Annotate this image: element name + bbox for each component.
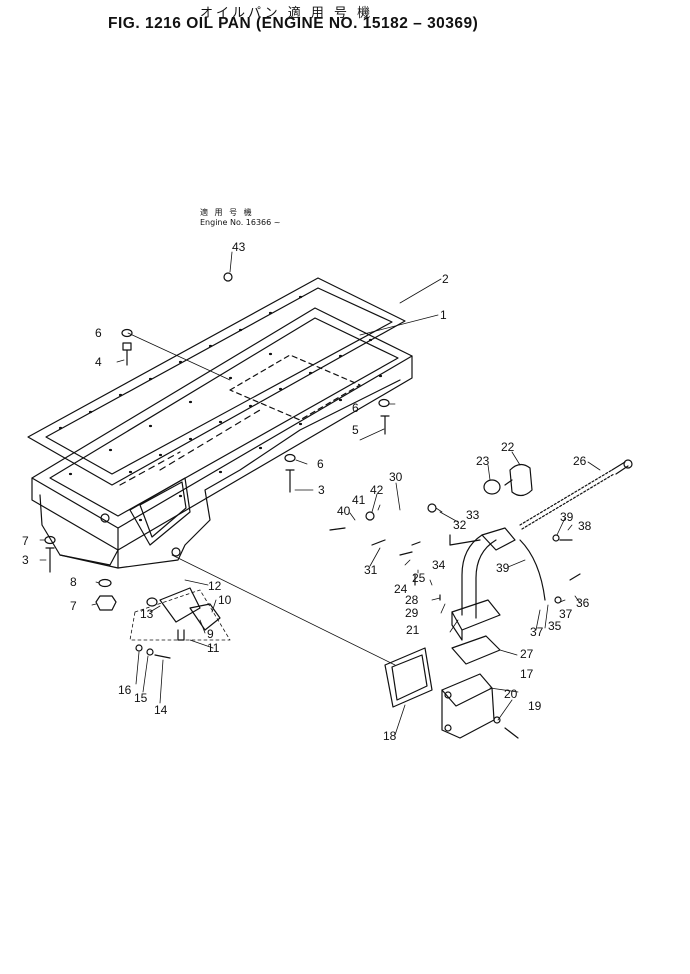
drain-assembly <box>95 578 231 641</box>
label-39b: 39 <box>496 561 510 575</box>
label-23: 23 <box>476 454 490 468</box>
label-30: 30 <box>389 470 403 484</box>
label-37a: 37 <box>559 607 573 621</box>
label-35: 35 <box>548 619 562 633</box>
label-11: 11 <box>207 641 220 655</box>
label-24: 24 <box>394 582 408 596</box>
label-33: 33 <box>466 508 480 522</box>
label-6b: 6 <box>352 401 359 415</box>
label-1: 1 <box>440 308 447 322</box>
cover-17 <box>441 673 495 739</box>
label-34: 34 <box>432 558 446 572</box>
label-38: 38 <box>578 519 592 533</box>
label-28: 28 <box>405 593 419 607</box>
ring-23 <box>483 479 501 495</box>
label-6c: 6 <box>317 457 324 471</box>
gasket-18 <box>384 647 433 708</box>
rod-26 <box>519 459 633 530</box>
tube-union <box>449 527 516 551</box>
label-17: 17 <box>520 667 534 681</box>
label-14: 14 <box>154 703 168 717</box>
label-18: 18 <box>383 729 397 743</box>
label-6a: 6 <box>95 326 102 340</box>
label-6d: 7 <box>22 534 29 548</box>
label-40: 40 <box>337 504 351 518</box>
label-4: 4 <box>95 355 102 369</box>
label-36: 36 <box>576 596 590 610</box>
callout-labels: 43 2 1 6 4 6 5 6 3 7 3 8 7 12 13 10 9 11… <box>22 240 592 743</box>
label-15: 15 <box>134 691 148 705</box>
label-9: 9 <box>207 627 214 641</box>
figure-title: FIG. 1216 OIL PAN (ENGINE NO. 15182 – 30… <box>108 15 479 32</box>
label-16: 16 <box>118 683 132 697</box>
label-12: 12 <box>208 579 222 593</box>
cap-22 <box>504 463 533 497</box>
label-29: 29 <box>405 606 419 620</box>
fasteners <box>44 272 581 739</box>
label-10: 10 <box>218 593 232 607</box>
gasket-2 <box>27 277 406 486</box>
label-5: 5 <box>352 423 359 437</box>
label-21: 21 <box>406 623 420 637</box>
applicability-note-jp: 適 用 号 機 <box>200 208 254 217</box>
label-25: 25 <box>412 571 426 585</box>
dipstick-guide-21 <box>451 534 501 665</box>
label-42: 42 <box>370 483 384 497</box>
label-3b: 3 <box>22 553 29 567</box>
label-7: 7 <box>70 599 77 613</box>
label-32: 32 <box>453 518 467 532</box>
label-26: 26 <box>573 454 587 468</box>
applicability-note-engine: Engine No. 16366 ~ <box>200 218 281 227</box>
label-43: 43 <box>232 240 246 254</box>
label-39a: 39 <box>560 510 574 524</box>
subtitle-japanese: オイルパン 適 用 号 機 <box>200 6 374 21</box>
oil-pan-1 <box>31 307 413 569</box>
leader-lines <box>39 251 601 736</box>
bracket-39 <box>519 539 546 601</box>
label-31: 31 <box>364 563 378 577</box>
label-3a: 3 <box>318 483 325 497</box>
label-2: 2 <box>442 272 449 286</box>
label-27: 27 <box>520 647 534 661</box>
label-41: 41 <box>352 493 366 507</box>
label-8: 8 <box>70 575 77 589</box>
label-37b: 37 <box>530 625 544 639</box>
label-20: 20 <box>504 687 518 701</box>
label-13: 13 <box>140 607 154 621</box>
label-22: 22 <box>501 440 515 454</box>
label-19: 19 <box>528 699 542 713</box>
